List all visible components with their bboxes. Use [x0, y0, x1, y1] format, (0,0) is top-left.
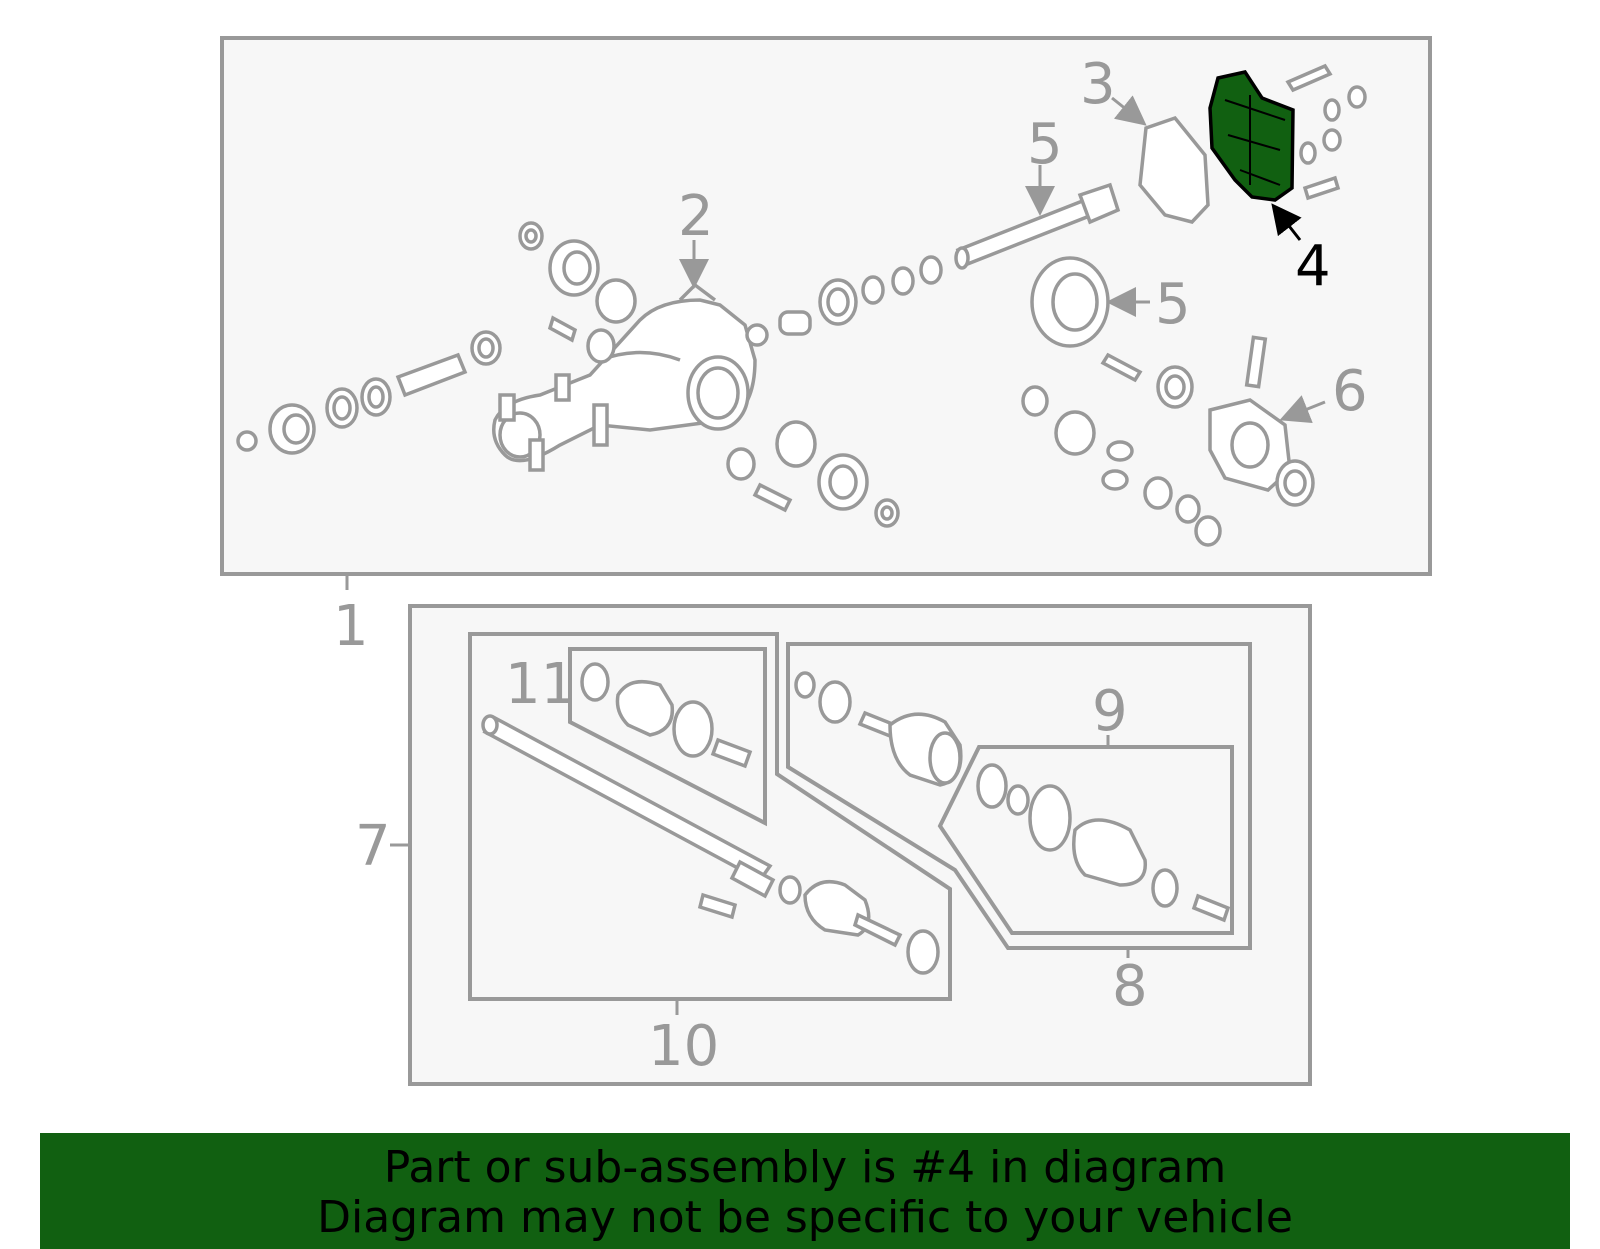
boot-kit-outer — [976, 763, 1231, 923]
callout-7: 7 — [355, 814, 391, 879]
boot-kit-inner — [580, 662, 753, 769]
axle-flange-parts — [236, 330, 502, 455]
callout-1: 1 — [333, 594, 369, 659]
callout-3: 3 — [1080, 52, 1116, 117]
banner-line-1: Part or sub-assembly is #4 in diagram — [383, 1142, 1227, 1193]
differential-internals — [1021, 352, 1222, 547]
banner-line-2: Diagram may not be specific to your vehi… — [317, 1192, 1293, 1243]
callout-4: 4 — [1295, 234, 1331, 299]
callout-9: 9 — [1092, 679, 1128, 744]
group-11-outline — [568, 647, 767, 827]
leader-3 — [1111, 95, 1147, 126]
cover-gasket — [1138, 115, 1210, 224]
info-banner: Part or sub-assembly is #4 in diagram Di… — [40, 1133, 1570, 1249]
callout-5-ring-gear: 5 — [1155, 272, 1191, 337]
group-9-outline — [937, 745, 1234, 935]
cover-hardware — [1285, 63, 1367, 201]
callout-10: 10 — [648, 1014, 719, 1079]
differential-carrier-housing — [492, 282, 757, 472]
side-bearings — [518, 221, 943, 528]
leader-6 — [1279, 395, 1326, 424]
callout-11: 11 — [505, 652, 576, 717]
pinion-shaft — [954, 182, 1121, 270]
callout-5-pinion: 5 — [1027, 112, 1063, 177]
axle-shaft — [481, 714, 940, 975]
callout-6: 6 — [1332, 359, 1368, 424]
callout-2: 2 — [678, 184, 714, 249]
differential-cover-highlighted — [1208, 70, 1295, 202]
group-8-outline — [786, 642, 1252, 950]
ring-gear — [1030, 256, 1110, 348]
callout-8: 8 — [1112, 954, 1148, 1019]
group-10-outline — [468, 632, 952, 1001]
outer-joint — [794, 671, 963, 787]
differential-case — [1208, 335, 1315, 507]
leader-4 — [1271, 203, 1302, 241]
